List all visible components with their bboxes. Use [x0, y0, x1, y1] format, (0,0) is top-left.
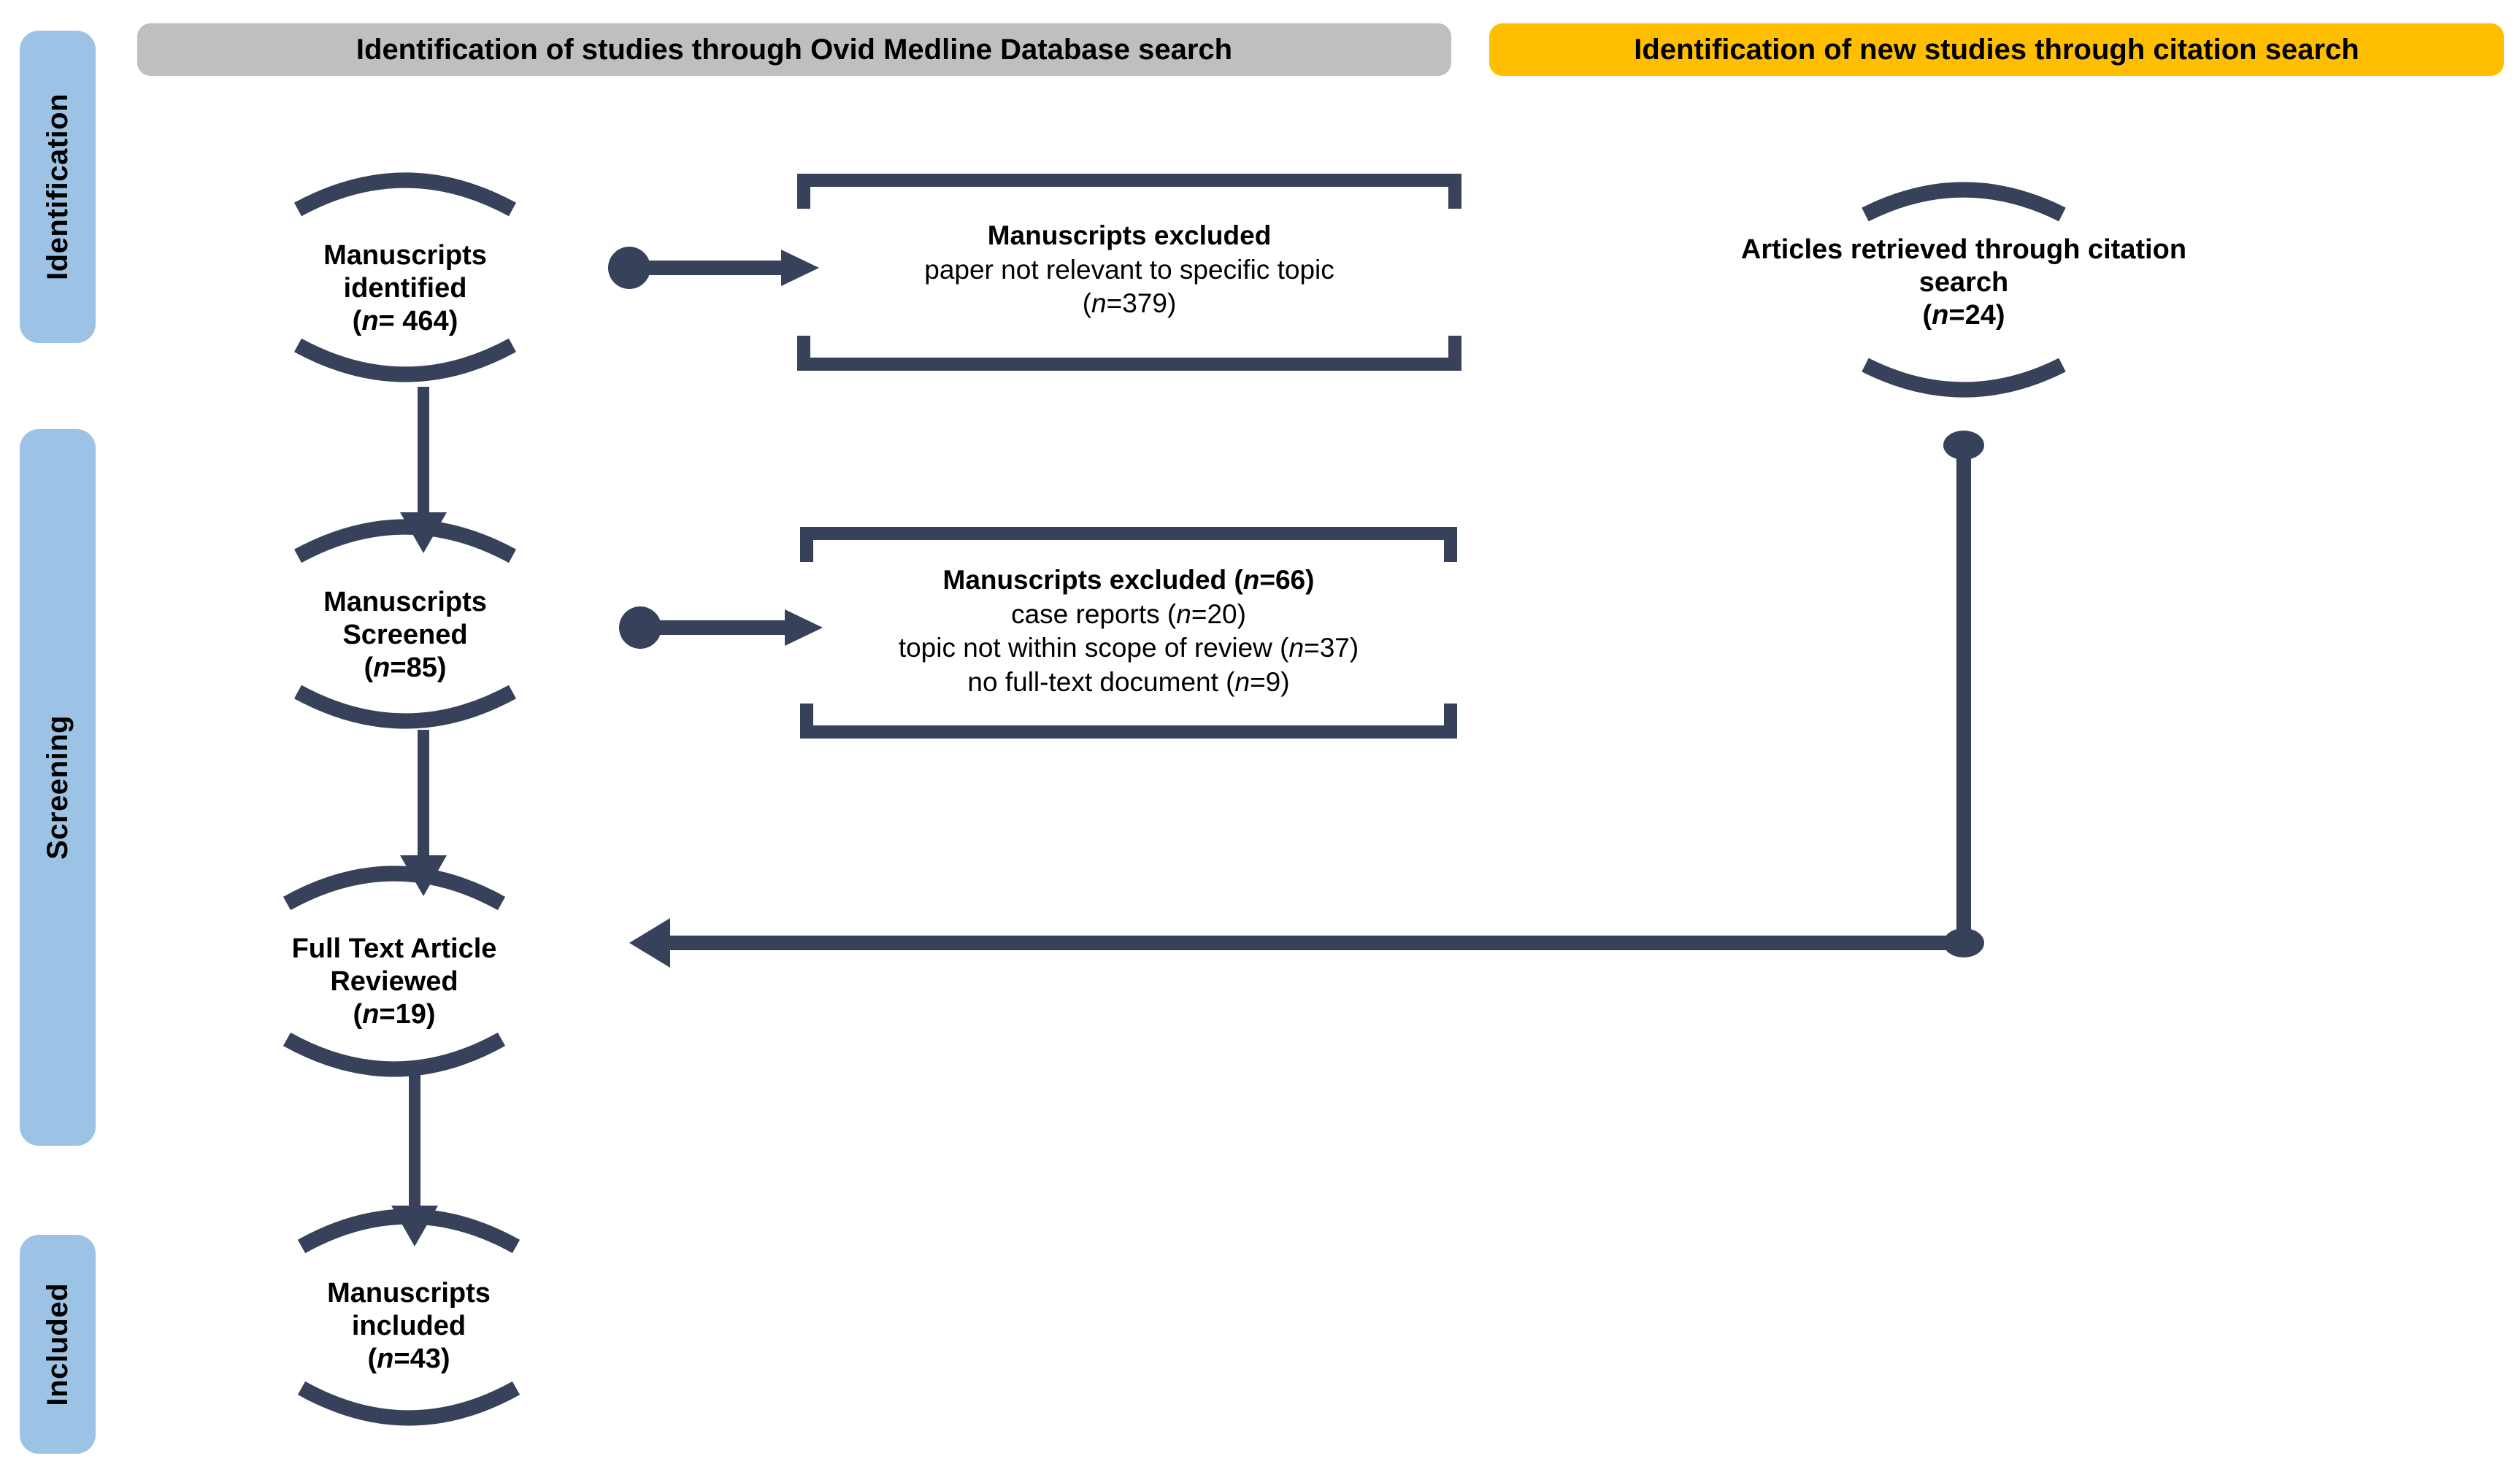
- banner-database-search-label: Identification of studies through Ovid M…: [356, 33, 1233, 66]
- node-count: (n=19): [353, 998, 436, 1030]
- arrowhead-icon: [629, 918, 670, 968]
- connector-dot-top: [1943, 431, 1984, 460]
- exclusion-box-not-relevant: Manuscripts excluded paper not relevant …: [797, 174, 1461, 371]
- stage-label-included: Included: [41, 1282, 74, 1406]
- node-manuscripts-screened-text: Manuscripts Screened (n=85): [292, 586, 518, 684]
- node-full-text-reviewed-text: Full Text Article Reviewed (n=19): [274, 933, 515, 1030]
- node-manuscripts-included-text: Manuscripts included (n=43): [296, 1277, 522, 1375]
- exclusion-reason-scope: topic not within scope of review (n=37): [898, 633, 1359, 663]
- exclusion-count: (n=379): [1082, 288, 1177, 319]
- banner-database-search: Identification of studies through Ovid M…: [137, 23, 1451, 76]
- bracket-frame-shape: [797, 174, 1461, 371]
- exclusion-reason: paper not relevant to specific topic: [924, 254, 1334, 285]
- stage-pill-screening: Screening: [20, 429, 96, 1146]
- exclusion-box-screening-reasons: Manuscripts excluded (n=66) case reports…: [800, 527, 1457, 739]
- node-citation-search-text: Articles retrieved through citation sear…: [1646, 234, 2281, 331]
- node-count: (n=24): [1922, 299, 2005, 331]
- node-citation-search: Articles retrieved through citation sear…: [1646, 169, 2281, 410]
- stage-pill-included: Included: [20, 1235, 96, 1454]
- node-title-line2: search: [1918, 266, 2009, 298]
- arc-bracket-shape: [293, 519, 517, 729]
- arrowhead-icon: [781, 250, 819, 286]
- exclusion-heading: Manuscripts excluded: [987, 220, 1272, 250]
- banner-citation-search: Identification of new studies through ci…: [1489, 23, 2504, 76]
- arc-bracket-shape: [297, 1209, 520, 1426]
- node-title: Manuscripts Screened: [323, 587, 487, 650]
- connector-identified-to-excluded1: [608, 247, 819, 289]
- node-count: (n= 464): [352, 305, 458, 336]
- arrowhead-icon: [785, 609, 823, 646]
- exclusion-box-screening-reasons-text: Manuscripts excluded (n=66) case reports…: [816, 563, 1441, 699]
- connector-dot-corner: [1943, 928, 1984, 957]
- node-full-text-reviewed: Full Text Article Reviewed (n=19): [274, 855, 515, 1089]
- connector-citation-to-fulltext: [629, 431, 1984, 968]
- banner-citation-search-label: Identification of new studies through ci…: [1634, 33, 2359, 66]
- exclusion-box-not-relevant-text: Manuscripts excluded paper not relevant …: [813, 219, 1445, 321]
- node-title: Manuscripts identified: [323, 240, 487, 304]
- node-count: (n=85): [364, 652, 447, 683]
- node-count: (n=43): [367, 1343, 450, 1374]
- connector-screened-to-excluded2: [619, 606, 823, 649]
- node-title: Full Text Article Reviewed: [291, 933, 497, 997]
- bracket-frame-shape: [800, 527, 1457, 739]
- node-manuscripts-identified-text: Manuscripts identified (n= 464): [292, 239, 518, 337]
- exclusion-reason-no-fulltext: no full-text document (n=9): [967, 666, 1290, 697]
- node-manuscripts-screened: Manuscripts Screened (n=85): [292, 511, 518, 737]
- arc-bracket-shape: [1862, 182, 2066, 398]
- node-title: Manuscripts included: [327, 1278, 491, 1341]
- stage-label-identification: Identification: [41, 93, 74, 280]
- arc-bracket-shape: [283, 866, 506, 1077]
- exclusion-reason-case-reports: case reports (n=20): [1011, 598, 1246, 629]
- stage-pill-identification: Identification: [20, 31, 96, 343]
- node-manuscripts-identified: Manuscripts identified (n= 464): [292, 164, 518, 390]
- exclusion-heading: Manuscripts excluded (n=66): [942, 565, 1315, 595]
- node-title-line1: Articles retrieved through citation: [1740, 234, 2187, 265]
- stage-label-screening: Screening: [41, 715, 74, 860]
- node-manuscripts-included: Manuscripts included (n=43): [296, 1197, 522, 1438]
- arc-bracket-shape: [293, 172, 517, 382]
